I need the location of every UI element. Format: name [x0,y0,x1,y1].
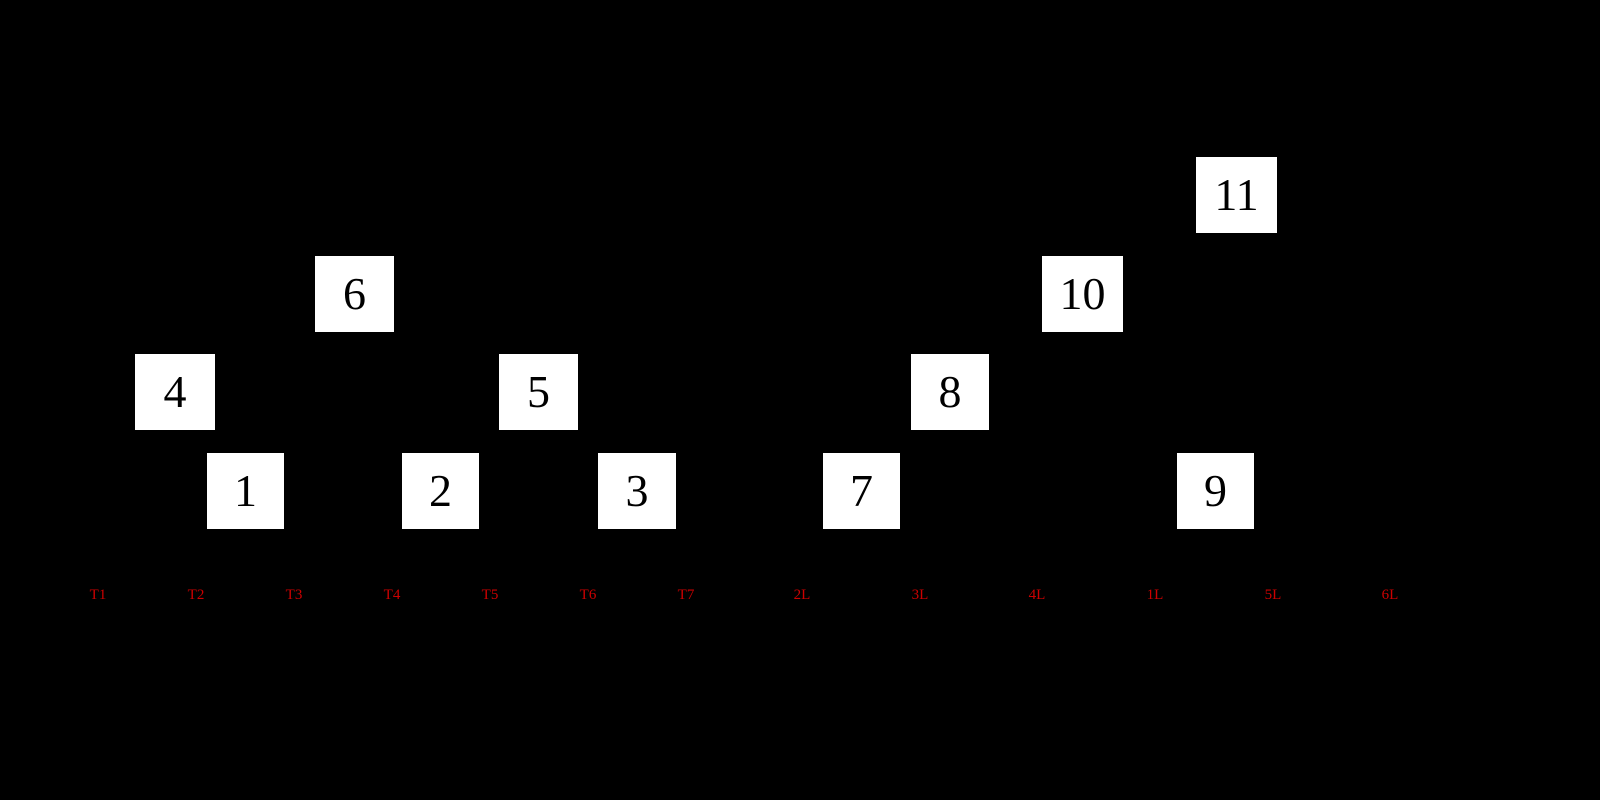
node-box[interactable]: 6 [315,256,394,332]
node-box[interactable]: 9 [1177,453,1254,529]
node-box[interactable]: 8 [911,354,989,430]
node-box[interactable]: 2 [402,453,479,529]
node-box[interactable]: 1 [207,453,284,529]
node-box[interactable]: 11 [1196,157,1277,233]
node-box[interactable]: 3 [598,453,676,529]
node-box[interactable]: 4 [135,354,215,430]
node-box[interactable]: 10 [1042,256,1123,332]
node-box[interactable]: 5 [499,354,578,430]
node-box[interactable]: 7 [823,453,900,529]
